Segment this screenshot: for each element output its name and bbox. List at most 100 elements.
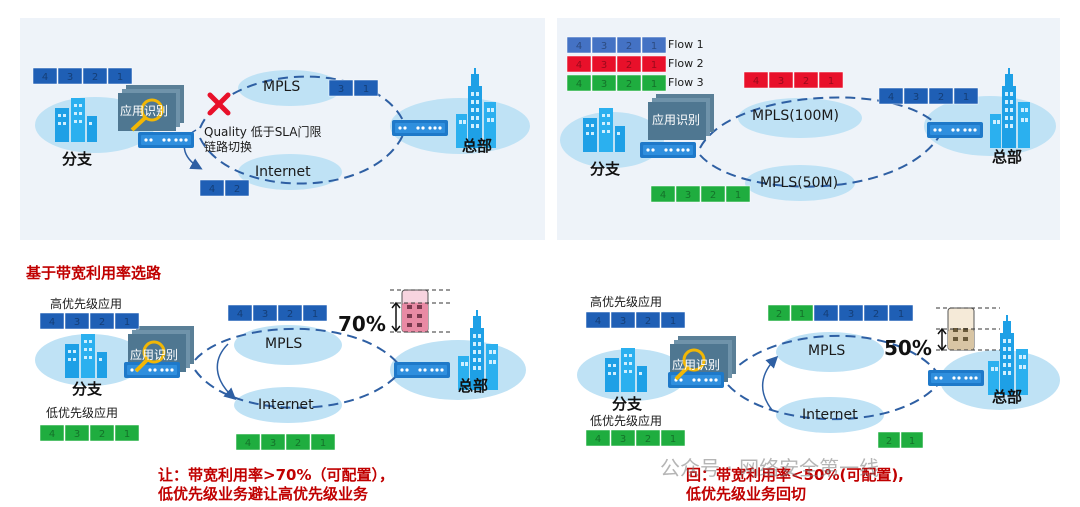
app-identify-label: 应用识别 xyxy=(120,104,169,118)
packet-cell xyxy=(235,433,261,451)
panel-bandwidth-routing xyxy=(20,248,1060,502)
packet-cell xyxy=(114,312,140,330)
packet-cell xyxy=(928,87,954,105)
packet-cell xyxy=(616,55,642,73)
hq-label: 总部 xyxy=(462,137,493,155)
packet-number: 4 xyxy=(245,438,251,449)
packet-number: 2 xyxy=(803,76,809,87)
internet-cloud xyxy=(238,154,342,190)
packet-number: 2 xyxy=(295,438,301,449)
packet-cell xyxy=(700,185,726,203)
packet-number: 1 xyxy=(124,429,130,440)
packet-number: 1 xyxy=(898,309,904,320)
packet-cell xyxy=(813,304,839,322)
packet-cell xyxy=(793,71,819,89)
packet-number: 4 xyxy=(660,190,666,201)
utilization-70: 70% xyxy=(338,312,386,336)
branch-label: 分支 xyxy=(62,150,93,168)
packet-cell xyxy=(616,36,642,54)
internet-label-4: Internet xyxy=(802,407,858,423)
packet-cell xyxy=(114,424,140,442)
hq-label-4: 总部 xyxy=(992,388,1023,406)
packet-number: 1 xyxy=(320,438,326,449)
watermark: 公众号 · 网络安全第一线 xyxy=(660,456,880,480)
packet-number: 4 xyxy=(595,316,601,327)
packet-number: 4 xyxy=(42,72,48,83)
packet-cell xyxy=(566,36,592,54)
packet-cell xyxy=(252,304,278,322)
packet-cell xyxy=(641,74,667,92)
packet-number: 4 xyxy=(888,92,894,103)
internet-label: Internet xyxy=(255,164,311,180)
packet-number: 2 xyxy=(99,429,105,440)
packet-cell xyxy=(310,433,336,451)
section-title: 基于带宽利用率选路 xyxy=(26,264,162,282)
packet-number: 4 xyxy=(576,60,582,71)
packet-cell xyxy=(199,179,225,197)
packet-number: 3 xyxy=(913,92,919,103)
mpls-path xyxy=(199,75,406,129)
packet-number: 4 xyxy=(49,317,55,328)
mpls-label: MPLS xyxy=(263,79,301,95)
packet-cell xyxy=(900,431,924,449)
packet-number: 3 xyxy=(601,41,607,52)
packet-cell xyxy=(635,429,661,447)
packet-cell xyxy=(863,304,889,322)
packet-number: 1 xyxy=(828,76,834,87)
packet-cell xyxy=(585,311,611,329)
magnifier-icon-3 xyxy=(142,340,166,364)
packet-cell xyxy=(353,79,379,97)
packet-cell xyxy=(790,304,814,322)
packet-number: 2 xyxy=(873,309,879,320)
reroute-arrow xyxy=(216,343,237,401)
packet-number: 2 xyxy=(287,309,293,320)
mpls-label-3: MPLS xyxy=(265,336,303,352)
packet-number: 2 xyxy=(938,92,944,103)
packet-number: 2 xyxy=(886,436,892,447)
packet-number: 2 xyxy=(92,72,98,83)
packet-number: 2 xyxy=(626,60,632,71)
packet-cell xyxy=(585,429,611,447)
packet-number: 3 xyxy=(262,309,268,320)
packet-number: 1 xyxy=(124,317,130,328)
packet-number: 1 xyxy=(799,309,805,320)
mpls-100m-label: MPLS(100M) xyxy=(752,108,839,124)
packet-number: 2 xyxy=(626,79,632,90)
packet-cell xyxy=(768,71,794,89)
packet-cell xyxy=(32,67,58,85)
app-identify-label-2: 应用识别 xyxy=(652,113,701,127)
app-identify-label-3: 应用识别 xyxy=(130,348,179,362)
flow3-label: Flow 3 xyxy=(668,76,704,89)
packet-number: 3 xyxy=(620,316,626,327)
packet-cell xyxy=(260,433,286,451)
right-caption-2: 低优先级业务回切 xyxy=(686,485,807,503)
packet-cell xyxy=(953,87,979,105)
packet-cell xyxy=(39,424,65,442)
mpls-cloud xyxy=(238,70,342,106)
packet-number: 4 xyxy=(753,76,759,87)
packet-cell xyxy=(591,74,617,92)
packet-cell xyxy=(64,424,90,442)
packet-number: 3 xyxy=(338,84,344,95)
packet-number: 1 xyxy=(363,84,369,95)
hq-router-icon xyxy=(392,120,448,136)
packet-cell xyxy=(743,71,769,89)
packet-cell xyxy=(89,424,115,442)
flow1-label: Flow 1 xyxy=(668,38,704,51)
packet-number: 1 xyxy=(117,72,123,83)
packet-cell xyxy=(641,36,667,54)
high-priority-label-2: 高优先级应用 xyxy=(590,295,663,309)
flow2-label: Flow 2 xyxy=(668,57,704,70)
packet-cell xyxy=(616,74,642,92)
